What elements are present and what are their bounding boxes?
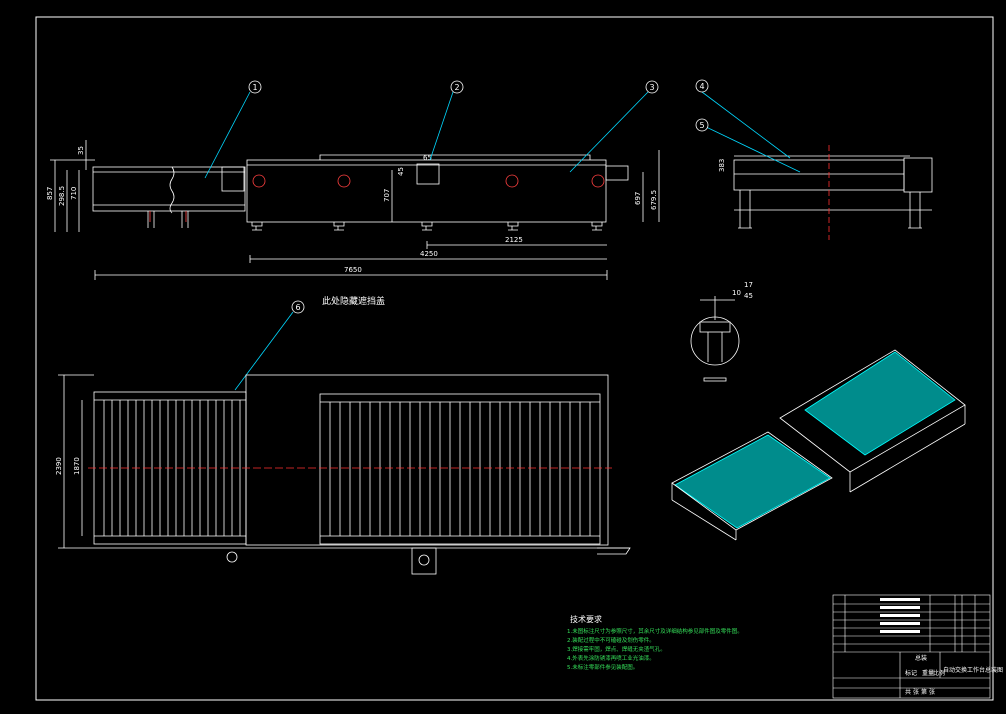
dim-right-height-b: 679.5 xyxy=(650,190,658,210)
dim-spacing: 2125 xyxy=(505,236,523,244)
dim-overall-length: 7650 xyxy=(344,266,362,274)
tech-item-5: 5.未标注零部件参见装配图。 xyxy=(567,663,638,671)
title-block-scale-mark: 标记 xyxy=(905,669,917,677)
dim-detail-b: 10 xyxy=(732,289,741,297)
iso-back-table-surface xyxy=(804,351,956,456)
side-view xyxy=(733,155,933,229)
dim-mid-height: 707 xyxy=(383,189,391,202)
balloon-5 xyxy=(695,118,709,132)
balloon-label-4: 4 xyxy=(699,82,704,91)
iso-front-table-surface xyxy=(674,434,831,529)
hidden-cover-note: 此处隐藏遮挡盖 xyxy=(322,295,385,307)
dim-side-left-height: 383 xyxy=(718,159,726,172)
dim-detail-c: 45 xyxy=(744,292,753,300)
balloon-label-1: 1 xyxy=(252,83,257,92)
title-block xyxy=(832,594,991,699)
title-block-sheet-b: 张 xyxy=(929,688,935,696)
detail-circle xyxy=(690,316,740,366)
outer-frame xyxy=(35,16,994,701)
tech-requirements-list: 1.未图标注尺寸为参照尺寸，其余尺寸及详细结构参见部件图及零件图。 2.装配过程… xyxy=(567,627,743,671)
balloon-1 xyxy=(248,80,262,94)
center-bracket xyxy=(416,163,440,185)
title-block-drawing-title: 自动交换工作台总装图 xyxy=(943,666,1003,674)
top-roller-row xyxy=(319,154,591,160)
top-right-table xyxy=(319,393,601,545)
title-block-sheet-a: 张 xyxy=(913,688,919,696)
tech-item-2: 2.装配过程中不可磕碰及划伤零件。 xyxy=(567,636,655,644)
dim-inner-length: 4250 xyxy=(420,250,438,258)
balloon-labels: 1 2 3 4 5 6 xyxy=(252,82,704,312)
balloon-label-6: 6 xyxy=(295,303,300,312)
dim-height-a: 298.5 xyxy=(58,186,66,206)
front-view-dimensions: 7650 4250 2125 857 298.5 710 35 707 45 6… xyxy=(46,146,658,274)
dim-right-height-a: 697 xyxy=(634,192,642,205)
right-table-slats xyxy=(329,402,591,536)
balloon-leaders xyxy=(204,91,801,391)
dim-height-c: 35 xyxy=(77,146,85,155)
dim-height-total: 857 xyxy=(46,187,54,200)
dim-small-b: 65 xyxy=(423,154,432,162)
dim-small-a: 45 xyxy=(397,167,405,176)
title-block-scale-weight: 重量 xyxy=(922,669,934,677)
tech-item-3: 3.焊接需牢固，焊点、焊缝无夹渣气孔。 xyxy=(567,645,666,653)
balloon-3 xyxy=(645,80,659,94)
balloon-label-5: 5 xyxy=(699,121,704,130)
dim-top-width-inner: 1870 xyxy=(73,457,81,475)
title-block-fills xyxy=(880,598,920,633)
balloon-label-3: 3 xyxy=(649,83,654,92)
balloon-4 xyxy=(695,79,709,93)
front-view xyxy=(50,140,660,280)
dim-top-width-total: 2390 xyxy=(55,457,63,475)
tech-requirements-title: 技术要求 xyxy=(570,614,602,624)
isometric-view xyxy=(671,349,966,541)
side-frame xyxy=(733,159,905,191)
dim-detail-a: 17 xyxy=(744,281,753,289)
detail-view xyxy=(690,296,740,382)
top-main-frame xyxy=(245,374,609,546)
top-view xyxy=(58,374,631,575)
feet-row xyxy=(251,222,603,231)
main-frame-body xyxy=(246,159,607,223)
tech-item-1: 1.未图标注尺寸为参照尺寸，其余尺寸及详细结构参见部件图及零件图。 xyxy=(567,627,743,635)
balloons xyxy=(248,79,709,314)
balloon-6 xyxy=(291,300,305,314)
iso-front-frame xyxy=(671,431,833,531)
dim-height-b: 710 xyxy=(70,187,78,200)
tech-item-4: 4.外表先涂防锈漆再喷工业光油漆。 xyxy=(567,654,655,662)
left-frame-body xyxy=(92,166,246,212)
front-red-parts xyxy=(149,174,605,222)
balloon-label-2: 2 xyxy=(454,83,459,92)
left-drive-box xyxy=(221,166,245,192)
title-block-total: 共 xyxy=(905,688,911,696)
title-block-material: 总装 xyxy=(915,654,927,662)
title-block-scale-ratio: 比例 xyxy=(933,669,945,677)
title-block-number: 第 xyxy=(921,688,927,696)
balloon-2 xyxy=(450,80,464,94)
